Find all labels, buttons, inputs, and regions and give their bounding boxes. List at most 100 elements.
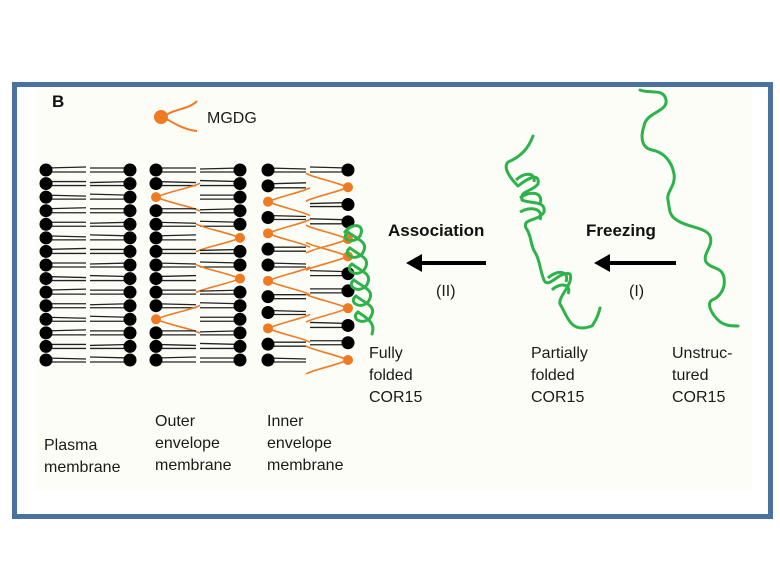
panel-letter: B <box>52 92 65 111</box>
lipid-tail <box>155 234 197 237</box>
mgdg-lipid-icon <box>154 100 198 132</box>
lipid-head <box>233 285 247 299</box>
lipid-head <box>149 177 163 191</box>
lipid-head <box>39 244 53 258</box>
lipid-head <box>233 177 247 191</box>
association-step-number: (II) <box>436 283 456 300</box>
lipid-head <box>39 339 53 353</box>
mgdg-lipid-head <box>263 228 273 239</box>
lipid-head <box>39 204 53 218</box>
lipid-head <box>123 177 137 191</box>
lipid-tail <box>155 356 197 359</box>
lipid-head <box>233 190 247 204</box>
mgdg-tail <box>305 172 349 202</box>
lipid-tail <box>89 193 131 196</box>
fully-folded-cor15-helix <box>343 224 375 336</box>
lipid-tail <box>267 167 307 170</box>
lipid-tail <box>45 329 87 332</box>
association-arrowhead-icon <box>406 254 422 272</box>
lipid-head <box>341 318 355 332</box>
proteins <box>343 88 740 336</box>
lipid-head <box>39 217 53 231</box>
mgdg-lipid-head <box>343 182 353 193</box>
mgdg-lipid-head <box>343 355 353 365</box>
lipid-tail <box>155 262 197 265</box>
lipid-head <box>39 231 53 245</box>
lipid-head <box>233 217 247 231</box>
lipid-tail <box>45 207 87 210</box>
outer-membrane-bilayer <box>149 163 247 367</box>
lipid-tail <box>45 235 87 238</box>
lipid-head <box>149 339 163 353</box>
lipid-tail <box>309 201 349 205</box>
lipid-head <box>39 163 53 177</box>
lipid-head <box>233 339 247 353</box>
lipid-head <box>261 337 275 351</box>
partially-folded-cor15-chain <box>504 134 602 330</box>
lipid-head <box>341 163 355 177</box>
lipid-tail <box>199 167 241 170</box>
lipid-head <box>341 336 355 350</box>
inner-envelope-membrane-label: Inner envelope membrane <box>267 413 344 474</box>
association-label: Association <box>388 221 485 240</box>
lipid-tail <box>89 315 131 318</box>
lipid-head <box>149 285 163 299</box>
lipid-tail <box>89 303 131 306</box>
partially-folded-helix-turns <box>514 172 571 295</box>
lipid-head <box>261 211 275 224</box>
lipid-head <box>261 353 275 367</box>
lipid-head <box>149 204 163 218</box>
lipid-tail <box>199 248 241 252</box>
lipid-head <box>149 217 163 231</box>
lipid-head <box>149 163 163 177</box>
lipid-head <box>39 299 53 313</box>
unstructured-cor15-label: Unstruc- tured COR15 <box>672 345 733 406</box>
outer-envelope-membrane-label: Outer envelope membrane <box>155 413 232 474</box>
mgdg-tail <box>155 182 201 212</box>
membranes <box>39 163 355 375</box>
lipid-tail <box>267 309 307 313</box>
mgdg-tail <box>305 293 349 323</box>
freezing-arrowhead-icon <box>594 254 610 272</box>
mgdg-lipid-head <box>263 323 273 334</box>
freezing-step-number: (I) <box>629 283 645 300</box>
lipid-head <box>39 258 53 272</box>
lipid-head <box>123 244 137 258</box>
lipid-head <box>39 353 53 367</box>
lipid-head <box>39 177 53 191</box>
lipid-head <box>261 258 275 272</box>
mgdg-tail <box>195 263 241 294</box>
lipid-tail <box>309 321 349 325</box>
lipid-head <box>39 326 53 340</box>
unstructured-cor15-chain <box>638 88 740 328</box>
lipid-tail <box>45 288 87 291</box>
freezing-label: Freezing <box>586 221 656 240</box>
lipid-head <box>233 244 247 258</box>
lipid-tail <box>45 194 87 197</box>
lipid-head <box>39 285 53 299</box>
lipid-head <box>39 312 53 326</box>
lipid-head <box>123 353 137 367</box>
lipid-tail <box>199 302 241 305</box>
mgdg-tail <box>162 100 198 132</box>
lipid-head <box>123 163 137 177</box>
mgdg-lipid-head <box>263 275 273 286</box>
lipid-head <box>261 306 275 319</box>
lipid-head <box>261 290 275 304</box>
lipid-head <box>123 312 137 326</box>
lipid-tail <box>309 218 349 221</box>
lipid-tail <box>267 182 307 185</box>
lipid-head <box>149 326 163 340</box>
lipid-tail <box>45 316 87 319</box>
lipid-tail <box>309 166 349 169</box>
partially-folded-cor15-label: Partially folded COR15 <box>531 345 588 406</box>
lipid-tail <box>89 274 131 278</box>
lipid-head <box>233 326 247 340</box>
mgdg-tail <box>267 218 311 249</box>
lipid-head <box>261 179 275 193</box>
lipid-head <box>123 231 137 245</box>
lipid-tail <box>155 180 197 184</box>
lipid-tail <box>45 247 87 251</box>
lipid-head <box>149 272 163 286</box>
